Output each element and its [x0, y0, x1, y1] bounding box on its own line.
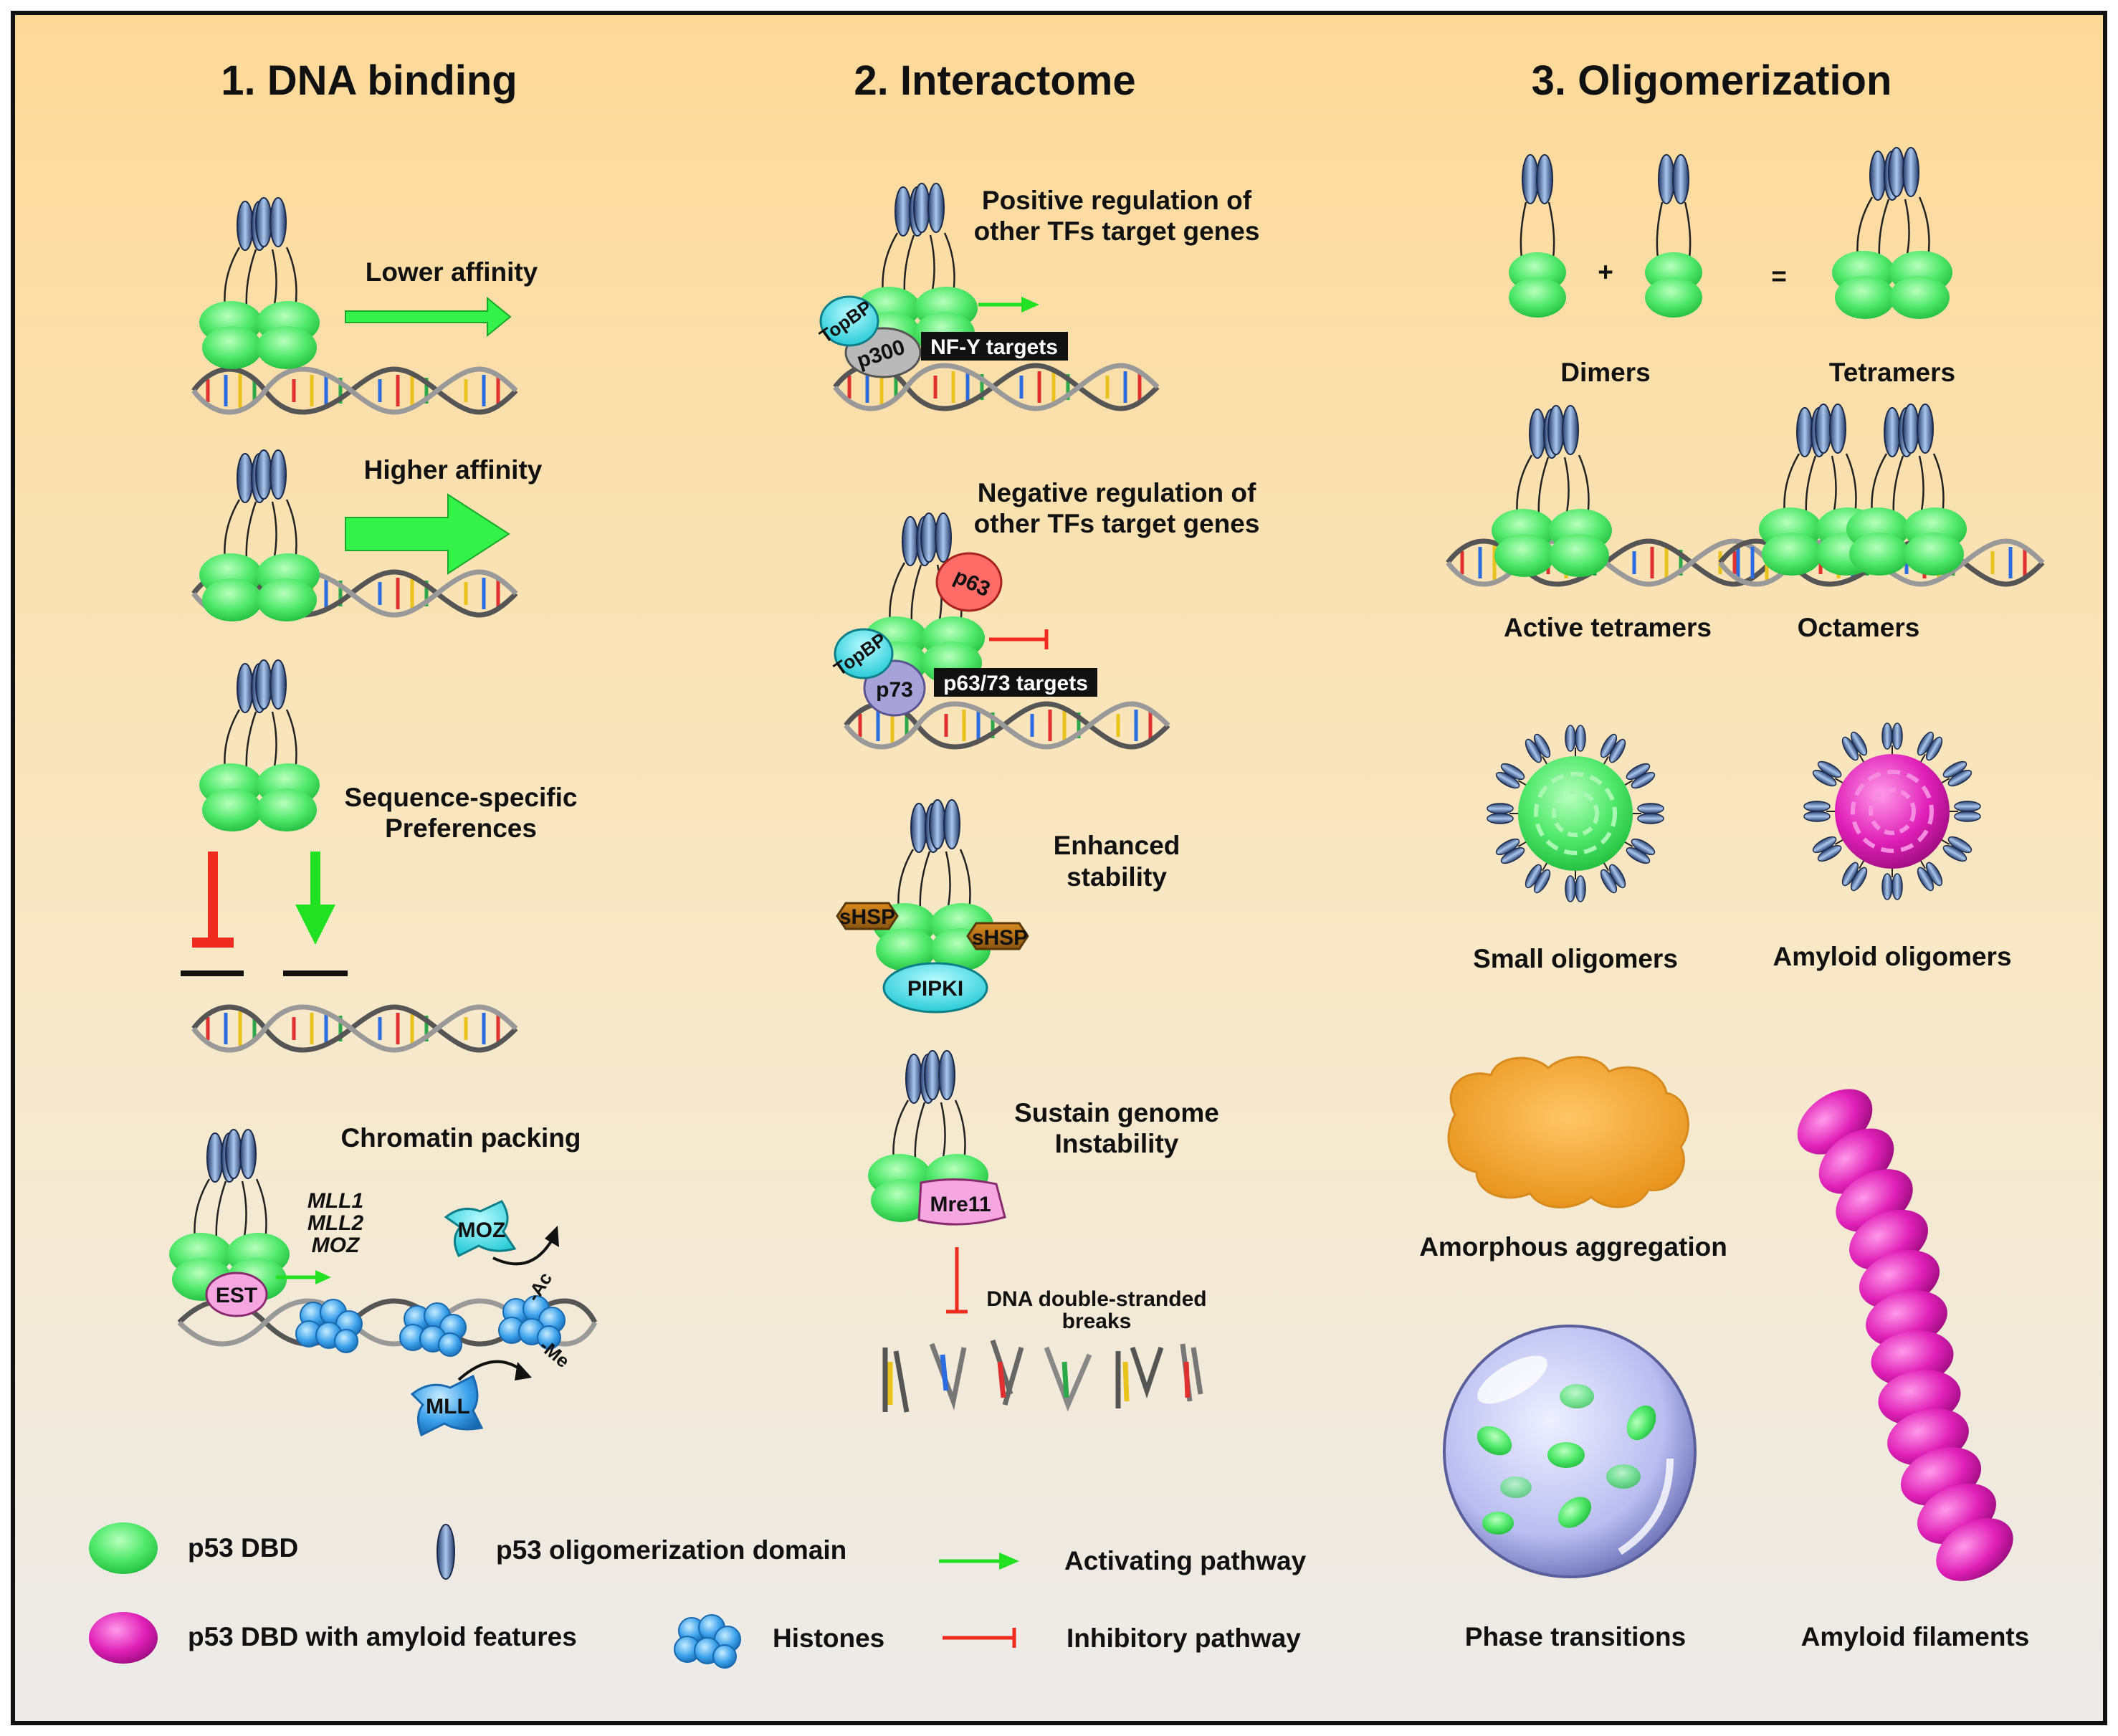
- lower-affinity-arrow: [345, 296, 512, 338]
- tetramers-label: Tetramers: [1829, 358, 1955, 387]
- est-activating-arrow: [276, 1270, 331, 1284]
- higher-affinity-panel: Higher affinity: [194, 450, 543, 621]
- nfy-targets-label: NF-Y targets: [930, 335, 1058, 359]
- mll1-label: MLL1: [307, 1189, 363, 1213]
- genome-instability-panel: Sustain genome Instability Mre11 DNA dou…: [868, 1051, 1219, 1413]
- legend-od-label: p53 oligomerization domain: [496, 1535, 846, 1565]
- amyloid-filaments: Amyloid filaments: [1797, 1089, 2030, 1651]
- section-title-dna-binding: 1. DNA binding: [221, 57, 517, 104]
- shsp-label-left: sHSP: [839, 905, 895, 929]
- dimers-label: Dimers: [1560, 358, 1650, 387]
- section-title-oligomerization: 3. Oligomerization: [1532, 57, 1892, 104]
- amyloid-filaments-label: Amyloid filaments: [1801, 1622, 2030, 1651]
- p63-protein: [935, 552, 1003, 612]
- negative-inhibitory-symbol: [989, 629, 1049, 649]
- legend-dbd-label: p53 DBD: [188, 1533, 298, 1563]
- positive-regulation-line1: Positive regulation of: [982, 186, 1252, 215]
- activating-down-arrow: [295, 852, 335, 945]
- amorphous-aggregation-label: Amorphous aggregation: [1419, 1232, 1727, 1262]
- phase-transitions-label: Phase transitions: [1465, 1622, 1686, 1651]
- sequence-specific-panel: Sequence-specific Preferences: [181, 660, 577, 1050]
- moz-protein: [444, 1200, 517, 1258]
- negative-regulation-line2: other TFs target genes: [974, 509, 1260, 538]
- active-tetramers-label: Active tetramers: [1504, 613, 1712, 642]
- higher-affinity-arrow: [345, 493, 510, 575]
- small-oligomers: Small oligomers: [1473, 725, 1678, 973]
- mll-label: MLL: [426, 1395, 470, 1418]
- lower-affinity-label: Lower affinity: [366, 257, 538, 287]
- chromatin-packing-label: Chromatin packing: [340, 1123, 581, 1153]
- pipki-protein: [882, 962, 988, 1014]
- section-title-interactome: 2. Interactome: [854, 57, 1135, 104]
- positive-activating-arrow: [978, 297, 1039, 313]
- active-tetramers-octamers-row: Active tetramers Octamers: [1448, 404, 2043, 642]
- amyloid-oligomers-label: Amyloid oligomers: [1773, 942, 2011, 971]
- negative-regulation-panel: Negative regulation of other TFs target …: [830, 478, 1260, 747]
- mre11-inhibitory-symbol: [946, 1247, 968, 1314]
- legend-dbd-icon: [89, 1522, 158, 1574]
- legend-inhibitory-label: Inhibitory pathway: [1067, 1623, 1301, 1653]
- sustain-genome-line2: Instability: [1055, 1129, 1179, 1158]
- positive-regulation-line2: other TFs target genes: [974, 216, 1260, 246]
- mre11-protein: [917, 1178, 1006, 1226]
- legend-amyloid-dbd-icon: [89, 1612, 158, 1664]
- p6373-targets-box: [934, 668, 1097, 697]
- mll2-label: MLL2: [307, 1211, 364, 1235]
- shsp-label-right: sHSP: [972, 926, 1028, 950]
- octamers-label: Octamers: [1798, 613, 1920, 642]
- legend-histones-label: Histones: [773, 1623, 884, 1653]
- moz-italic-label: MOZ: [312, 1234, 361, 1257]
- dsb-label-line2: breaks: [1062, 1310, 1132, 1333]
- enhanced-stability-line2: stability: [1067, 862, 1167, 892]
- legend: p53 DBD p53 oligomerization domain Activ…: [89, 1522, 1307, 1669]
- topbp-protein: [819, 295, 879, 347]
- legend-activating-arrow: [939, 1553, 1019, 1570]
- mll-protein: [410, 1374, 484, 1437]
- enhanced-stability-panel: Enhanced stability sHSP sHSP PIPKI: [836, 800, 1180, 1014]
- p6373-targets-label: p63/73 targets: [943, 672, 1088, 695]
- phase-transitions: Phase transitions: [1443, 1325, 1697, 1651]
- small-oligomers-label: Small oligomers: [1473, 944, 1678, 973]
- legend-inhibitory-symbol: [943, 1628, 1016, 1648]
- lower-affinity-panel: Lower affinity: [194, 198, 538, 412]
- est-label: EST: [216, 1284, 257, 1307]
- equals-sign: =: [1771, 262, 1787, 291]
- mre11-label: Mre11: [930, 1193, 991, 1216]
- moz-label: MOZ: [458, 1218, 506, 1242]
- shsp-protein-right: [966, 922, 1029, 950]
- plus-sign: +: [1598, 257, 1613, 287]
- topbp-protein-2: [834, 628, 894, 679]
- positive-regulation-panel: Positive regulation of other TFs target …: [816, 183, 1260, 409]
- est-protein: [205, 1272, 268, 1317]
- amorphous-aggregation: Amorphous aggregation: [1419, 1056, 1727, 1262]
- broken-dna-fragments: [882, 1339, 1203, 1413]
- pipki-label: PIPKI: [907, 977, 963, 1001]
- sustain-genome-line1: Sustain genome: [1014, 1098, 1219, 1127]
- legend-amyloid-dbd-label: p53 DBD with amyloid features: [188, 1622, 577, 1651]
- sequence-pref-label-line2: Preferences: [385, 814, 537, 843]
- chromatin-packing-panel: Chromatin packing EST MLL1 MLL2 MOZ MOZ …: [169, 1123, 598, 1437]
- inhibitory-bar-symbol: [192, 852, 234, 948]
- moz-curved-arrow: [492, 1239, 553, 1266]
- sequence-pref-label-line1: Sequence-specific: [345, 783, 578, 812]
- amyloid-oligomers: Amyloid oligomers: [1773, 722, 2012, 971]
- legend-activating-label: Activating pathway: [1064, 1546, 1307, 1575]
- nfy-targets-box: [921, 332, 1068, 361]
- higher-affinity-label: Higher affinity: [364, 455, 543, 485]
- enhanced-stability-line1: Enhanced: [1054, 831, 1180, 860]
- negative-regulation-line1: Negative regulation of: [978, 478, 1256, 507]
- background-panel: [11, 11, 2107, 1725]
- shsp-protein-left: [836, 902, 899, 930]
- dimers-tetramers-row: + = Dimers Tetramers: [1509, 148, 1955, 387]
- dsb-label-line1: DNA double-stranded: [986, 1287, 1206, 1311]
- p73-label: p73: [876, 678, 913, 702]
- legend-od-icon: [437, 1524, 455, 1580]
